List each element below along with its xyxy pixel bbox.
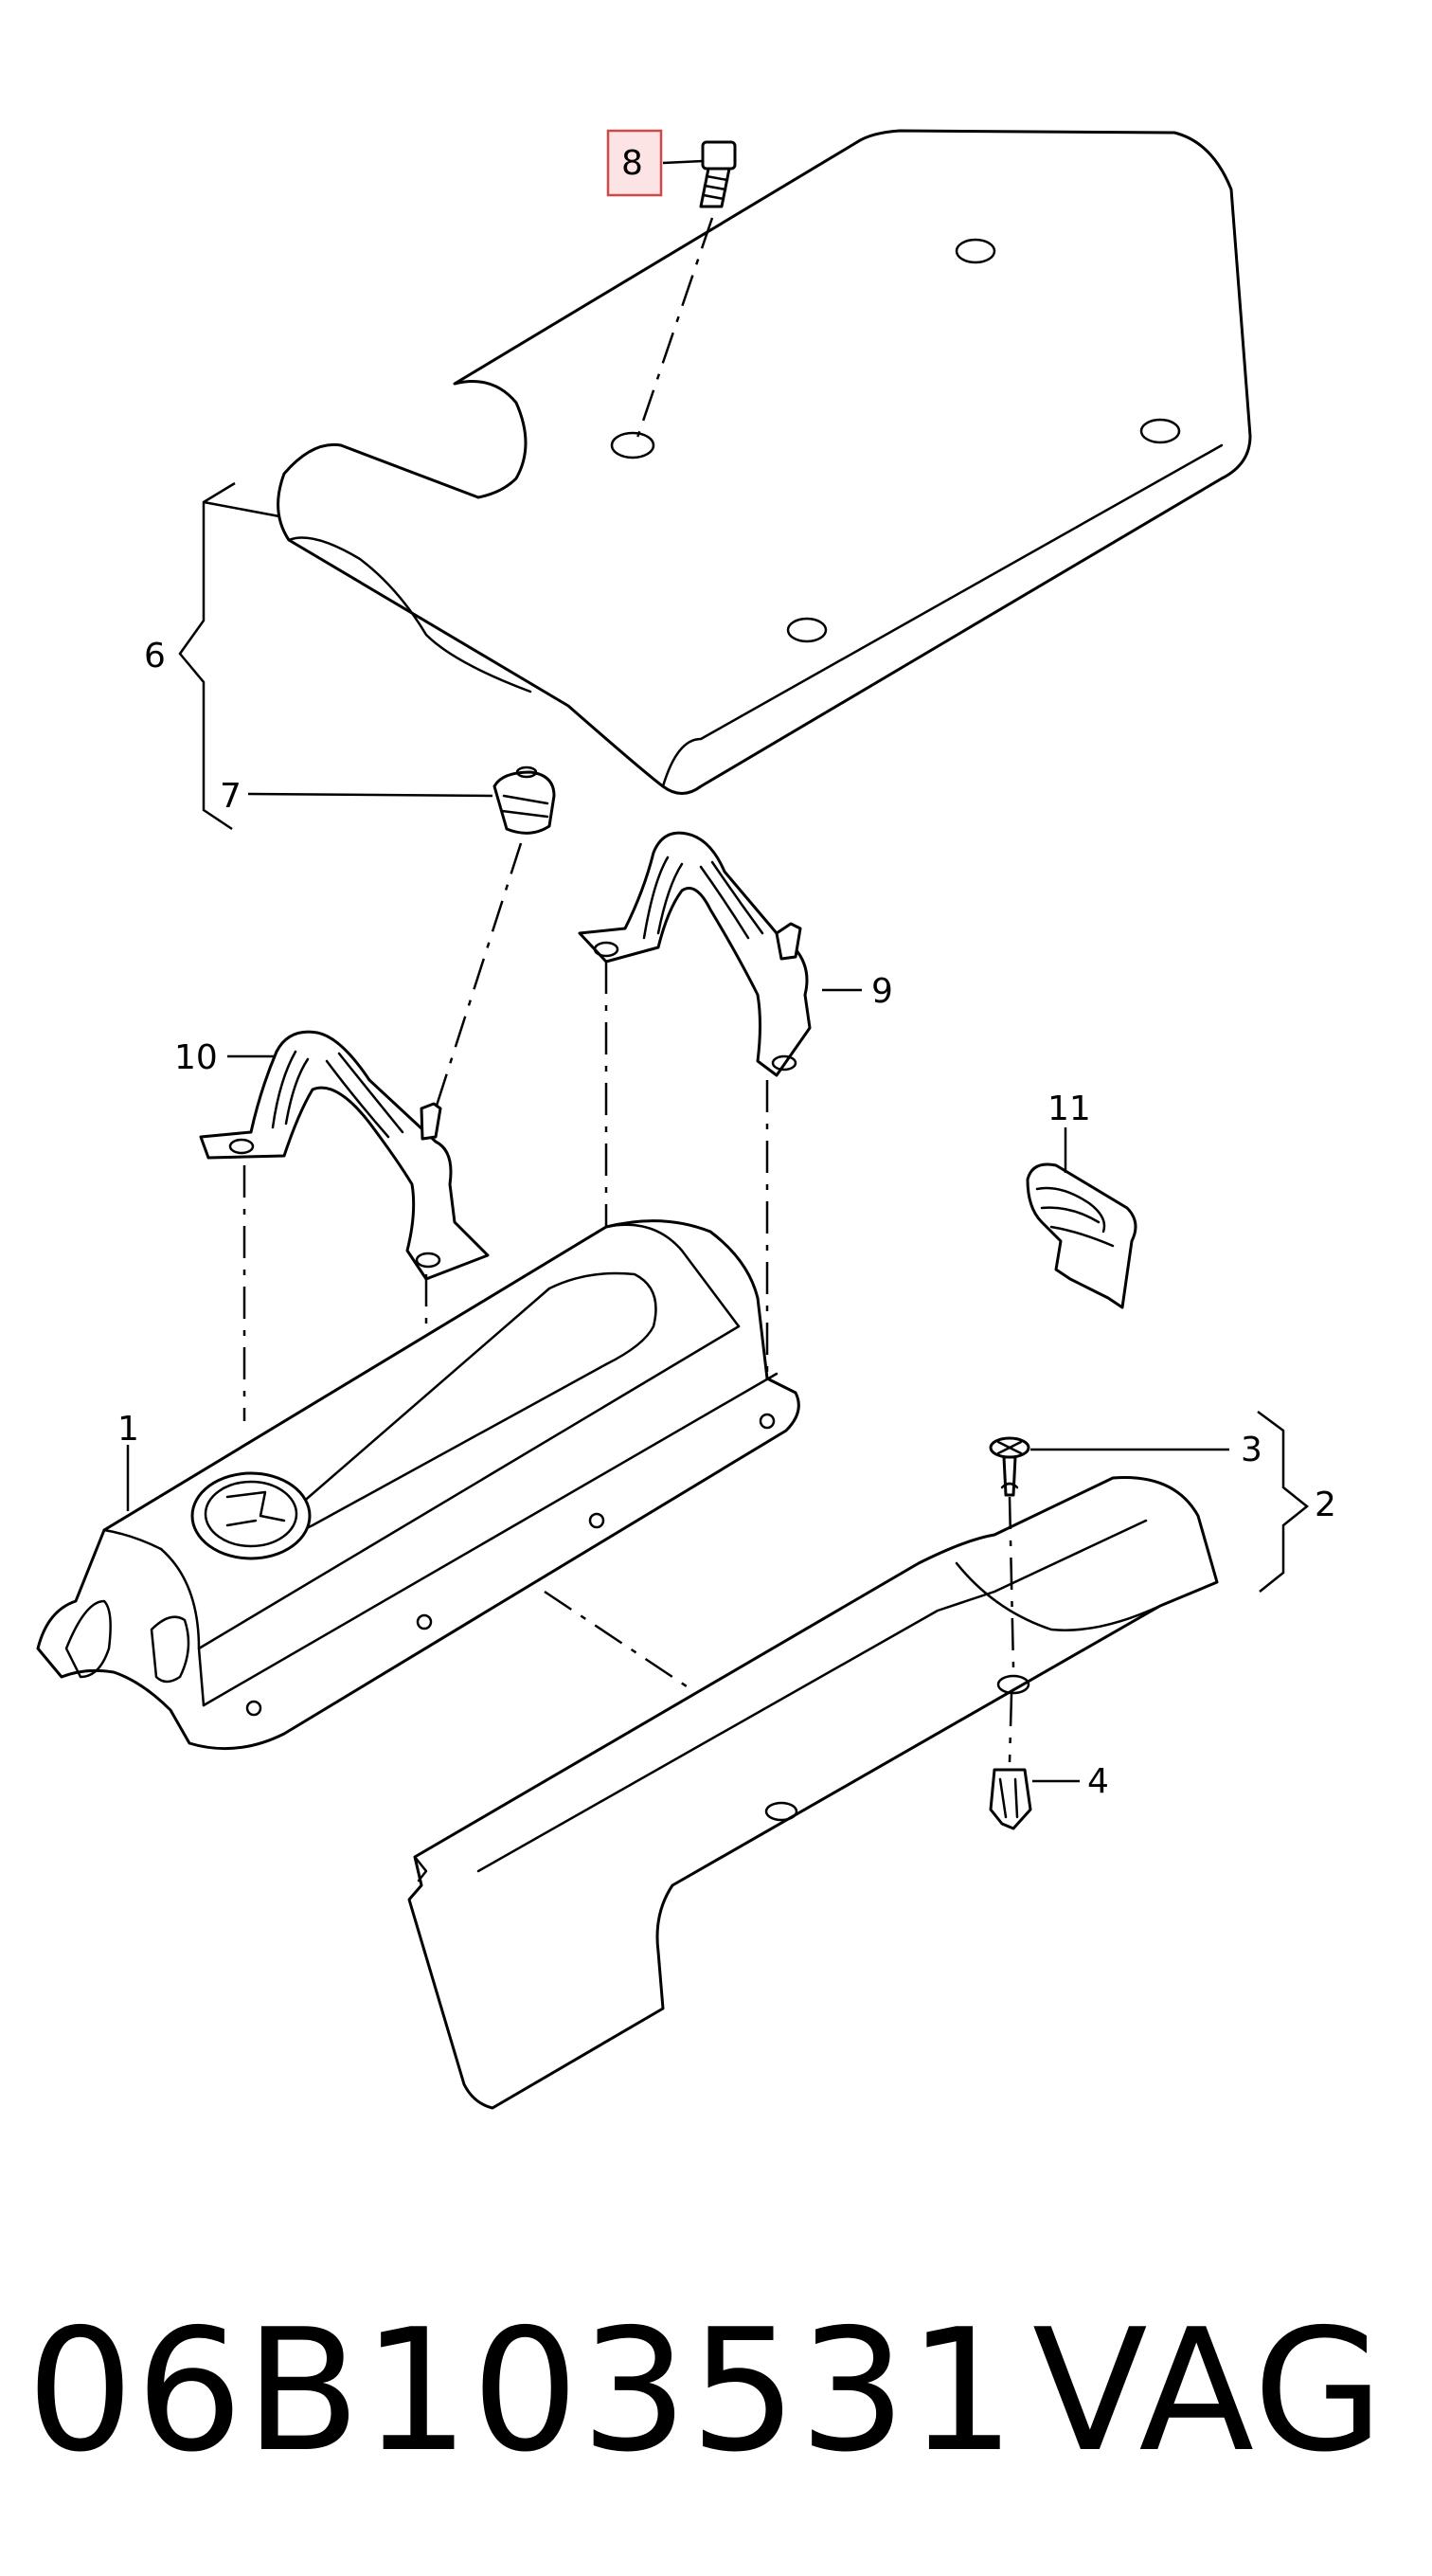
- bracket-part-9: [578, 831, 812, 1077]
- bolt-part-8: [699, 140, 737, 208]
- callout-1[interactable]: 1: [117, 1410, 139, 1449]
- brand-label: VAG: [1032, 2293, 1386, 2489]
- callout-3[interactable]: 3: [1241, 1431, 1262, 1469]
- grommet-part-7: [492, 766, 556, 835]
- side-cover-part-2: [407, 1476, 1219, 2110]
- callout-4[interactable]: 4: [1087, 1762, 1109, 1801]
- callout-8-highlight: [606, 129, 663, 197]
- valve-cover-part-1: [36, 1219, 800, 1751]
- upper-engine-cover: [277, 129, 1252, 795]
- callout-7[interactable]: 7: [220, 777, 242, 816]
- part-number: 06B103531: [27, 2293, 1017, 2489]
- screw-part-3: [989, 1436, 1030, 1497]
- callout-10[interactable]: 10: [174, 1038, 218, 1077]
- footer: 06B103531 VAG: [0, 2274, 1432, 2501]
- callout-8[interactable]: 8: [621, 144, 643, 183]
- nut-part-4: [989, 1768, 1032, 1830]
- bracket-part-10: [199, 1030, 490, 1281]
- callout-11[interactable]: 11: [1047, 1090, 1091, 1128]
- callout-9[interactable]: 9: [871, 972, 893, 1011]
- clip-part-11: [1026, 1162, 1137, 1309]
- bracket-2: [1257, 1410, 1310, 1593]
- callout-2[interactable]: 2: [1315, 1486, 1336, 1524]
- callout-6[interactable]: 6: [144, 637, 166, 676]
